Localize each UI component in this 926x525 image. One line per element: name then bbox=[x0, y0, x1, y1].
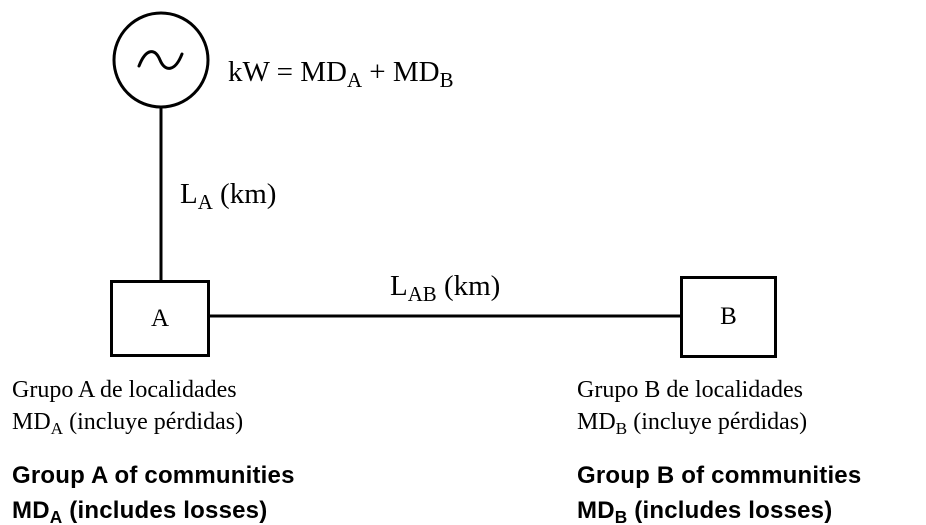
kw-equation: kW = MDA + MDB bbox=[228, 56, 454, 92]
node-b-label: B bbox=[720, 303, 737, 330]
group-b-en-title: Group B of communities bbox=[577, 462, 862, 489]
group-a-en-title: Group A of communities bbox=[12, 462, 295, 489]
group-a-english-description: Group A of communities MDA (includes los… bbox=[12, 458, 295, 525]
node-a-box: A bbox=[110, 280, 210, 357]
line-a-length-label: LA (km) bbox=[180, 178, 277, 214]
group-b-spanish-description: Grupo B de localidades MDB (incluye pérd… bbox=[577, 374, 807, 438]
group-a-en-md: MDA (includes losses) bbox=[12, 497, 268, 525]
mda-term: MDA bbox=[300, 56, 363, 92]
mdb-term: MDB bbox=[392, 56, 454, 92]
group-a-spanish-description: Grupo A de localidades MDA (incluye pérd… bbox=[12, 374, 243, 438]
node-b-box: B bbox=[680, 276, 777, 358]
node-a-label: A bbox=[150, 304, 170, 332]
group-b-en-md: MDB (includes losses) bbox=[577, 497, 833, 525]
line-ab-length-label: LAB (km) bbox=[390, 270, 501, 306]
group-b-es-title: Grupo B de localidades bbox=[577, 377, 803, 403]
plus-sign: + bbox=[369, 56, 386, 88]
group-a-es-md: MDA (incluye pérdidas) bbox=[12, 409, 244, 438]
equals-sign: = bbox=[276, 56, 293, 88]
generator-wave-icon bbox=[137, 50, 184, 70]
kw-label: kW bbox=[228, 56, 270, 88]
group-a-es-title: Grupo A de localidades bbox=[12, 377, 237, 403]
group-b-es-md: MDB (incluye pérdidas) bbox=[577, 409, 808, 438]
group-b-english-description: Group B of communities MDB (includes los… bbox=[577, 458, 861, 525]
